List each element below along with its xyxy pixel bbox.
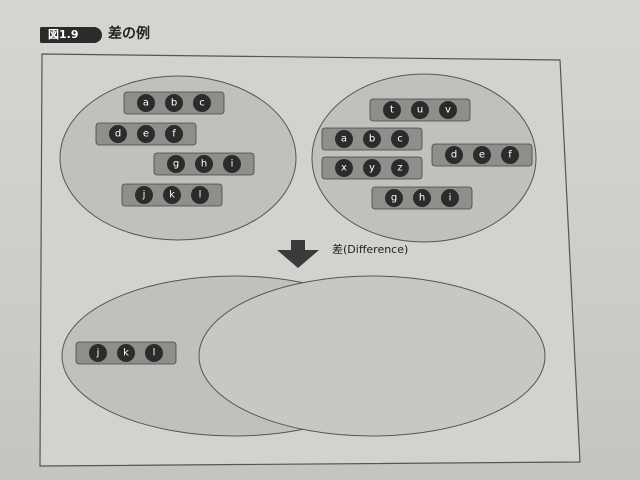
element-circle-g (167, 155, 185, 173)
element-label-a: a (143, 98, 149, 109)
figure-number-badge: 図1.9 (40, 27, 102, 43)
element-label-e: e (143, 129, 149, 140)
element-circle-f (165, 125, 183, 143)
element-label-f: f (508, 150, 512, 161)
element-circle-y (363, 159, 381, 177)
element-circle-b (363, 130, 381, 148)
element-group-def: d e f (95, 122, 197, 146)
element-circle-k (163, 186, 181, 204)
element-label-j: j (96, 348, 100, 359)
element-circle-e (137, 125, 155, 143)
result-ellipse-right (198, 275, 546, 437)
element-label-a: a (341, 134, 347, 145)
element-label-y: y (369, 163, 375, 174)
element-circle-t (383, 101, 401, 119)
element-group-abc: a b c (321, 127, 423, 151)
set-b-ellipse (311, 73, 537, 243)
element-circle-c (391, 130, 409, 148)
element-group-abc: a b c (123, 91, 225, 115)
element-label-e: e (479, 150, 485, 161)
element-circle-u (411, 101, 429, 119)
element-circle-z (391, 159, 409, 177)
element-group-tuv: t u v (369, 98, 471, 122)
element-label-k: k (123, 348, 129, 359)
element-circle-x (335, 159, 353, 177)
element-label-k: k (169, 190, 175, 201)
element-circle-d (445, 146, 463, 164)
element-circle-v (439, 101, 457, 119)
element-circle-k (117, 344, 135, 362)
element-group-jkl: j k l (75, 341, 177, 365)
element-circle-l (145, 344, 163, 362)
element-label-l: l (199, 190, 202, 201)
element-circle-a (335, 130, 353, 148)
element-label-z: z (397, 163, 402, 174)
element-circle-b (165, 94, 183, 112)
element-group-ghi: g h i (371, 186, 473, 210)
down-arrow-icon (277, 240, 319, 268)
element-circle-e (473, 146, 491, 164)
element-label-i: i (449, 193, 452, 204)
element-label-d: d (115, 129, 121, 140)
element-circle-j (135, 186, 153, 204)
figure-title: 差の例 (108, 26, 150, 42)
element-label-i: i (231, 159, 234, 170)
element-circle-h (413, 189, 431, 207)
element-label-u: u (417, 105, 423, 116)
element-circle-c (193, 94, 211, 112)
element-label-g: g (391, 193, 397, 204)
element-circle-a (137, 94, 155, 112)
element-label-x: x (341, 163, 347, 174)
element-group-xyz: x y z (321, 156, 423, 180)
element-label-f: f (172, 129, 176, 140)
operation-label: 差(Difference) (332, 242, 408, 256)
element-label-g: g (173, 159, 179, 170)
element-label-l: l (153, 348, 156, 359)
element-group-def: d e f (431, 143, 533, 167)
element-label-t: t (390, 105, 394, 116)
result-elements: j k l (75, 341, 177, 365)
element-circle-i (223, 155, 241, 173)
element-circle-i (441, 189, 459, 207)
element-label-b: b (369, 134, 375, 145)
element-circle-j (89, 344, 107, 362)
element-label-v: v (445, 105, 451, 116)
element-label-b: b (171, 98, 177, 109)
set-b-elements: t u v a b c d e f x y z g h i (321, 98, 533, 210)
element-circle-f (501, 146, 519, 164)
set-a-elements: a b c d e f g h i j k l (95, 91, 255, 207)
element-circle-h (195, 155, 213, 173)
element-circle-d (109, 125, 127, 143)
element-circle-l (191, 186, 209, 204)
element-circle-g (385, 189, 403, 207)
element-label-c: c (397, 134, 403, 145)
element-label-h: h (419, 193, 425, 204)
element-label-c: c (199, 98, 205, 109)
element-group-jkl: j k l (121, 183, 223, 207)
element-label-j: j (142, 190, 146, 201)
element-group-ghi: g h i (153, 152, 255, 176)
element-label-h: h (201, 159, 207, 170)
element-label-d: d (451, 150, 457, 161)
